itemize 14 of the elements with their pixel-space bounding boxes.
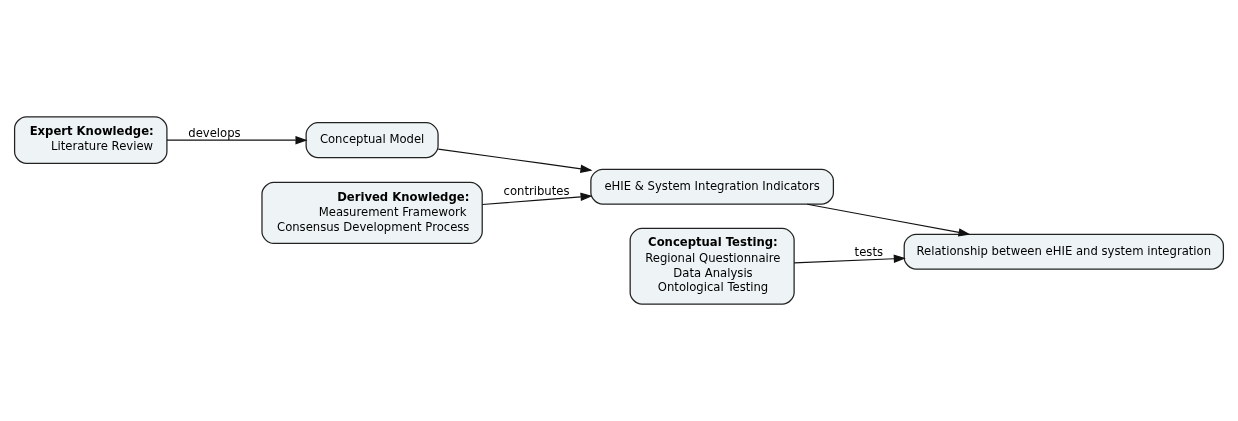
node-box: Relationship between eHIE and system integration: [903, 233, 1225, 270]
arrow: [481, 192, 593, 206]
node-box: Conceptual Model: [305, 122, 439, 159]
edge-label: tests: [854, 245, 884, 260]
edge-label: contributes: [503, 184, 570, 199]
node-box: Conceptual Testing: Regional Questionnaire Data Analysis Ontological Testing: [629, 227, 795, 305]
node-box: Derived Knowledge: Measurement Framework Consensus Development Process: [261, 181, 483, 245]
node-box: Expert Knowledge: Literature Review: [13, 116, 168, 165]
node-box: eHIE & System Integration Indicators: [590, 168, 835, 205]
arrow: [793, 254, 906, 264]
arrow: [437, 148, 593, 173]
arrow: [166, 135, 308, 145]
arrow: [806, 203, 971, 237]
edge-label: develops: [188, 125, 241, 140]
